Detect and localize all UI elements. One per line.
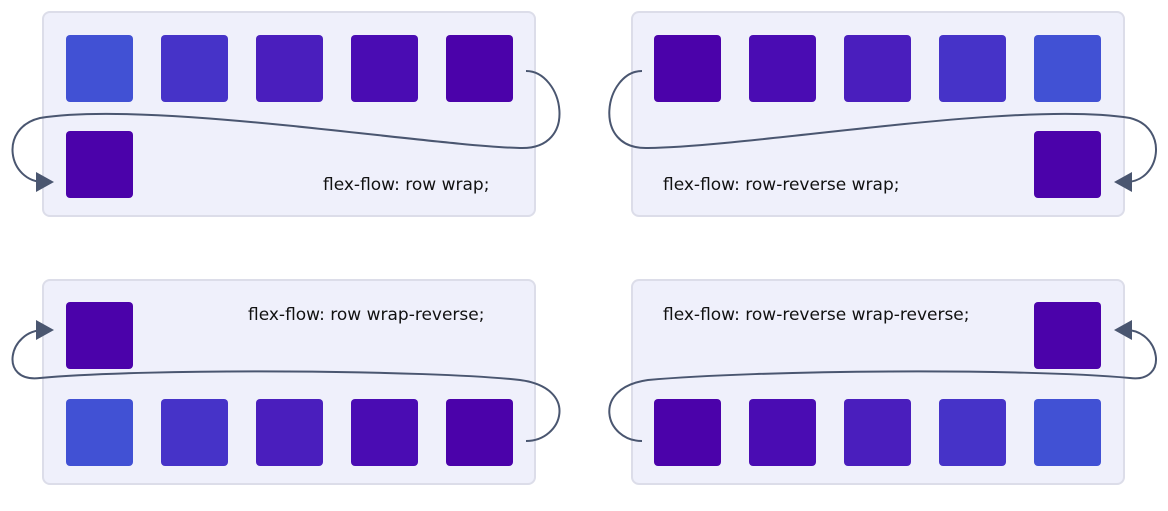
flex-item-1	[654, 399, 721, 466]
flex-item-1	[654, 35, 721, 102]
flex-item-4	[939, 35, 1006, 102]
flex-item-1	[66, 399, 133, 466]
flex-item-5	[446, 35, 513, 102]
flex-item-2	[749, 399, 816, 466]
flex-item-2	[161, 399, 228, 466]
flex-item-5	[446, 399, 513, 466]
flex-item-4	[939, 399, 1006, 466]
flex-item-4	[351, 35, 418, 102]
flex-item-3	[256, 399, 323, 466]
flex-item-5	[1034, 35, 1101, 102]
flex-item-4	[351, 399, 418, 466]
caption-row-wrap-reverse: flex-flow: row wrap-reverse;	[248, 305, 485, 325]
flex-item-3	[844, 35, 911, 102]
flex-item-1	[66, 35, 133, 102]
caption-row-wrap: flex-flow: row wrap;	[323, 175, 490, 195]
flex-item-6	[66, 131, 133, 198]
caption-row-reverse-wrap: flex-flow: row-reverse wrap;	[663, 175, 900, 195]
flex-item-3	[844, 399, 911, 466]
flex-item-3	[256, 35, 323, 102]
flex-item-2	[749, 35, 816, 102]
flex-item-6	[1034, 131, 1101, 198]
flex-item-5	[1034, 399, 1101, 466]
flex-item-6	[66, 302, 133, 369]
caption-row-reverse-wrap-reverse: flex-flow: row-reverse wrap-reverse;	[663, 305, 970, 325]
flex-item-2	[161, 35, 228, 102]
flex-item-6	[1034, 302, 1101, 369]
